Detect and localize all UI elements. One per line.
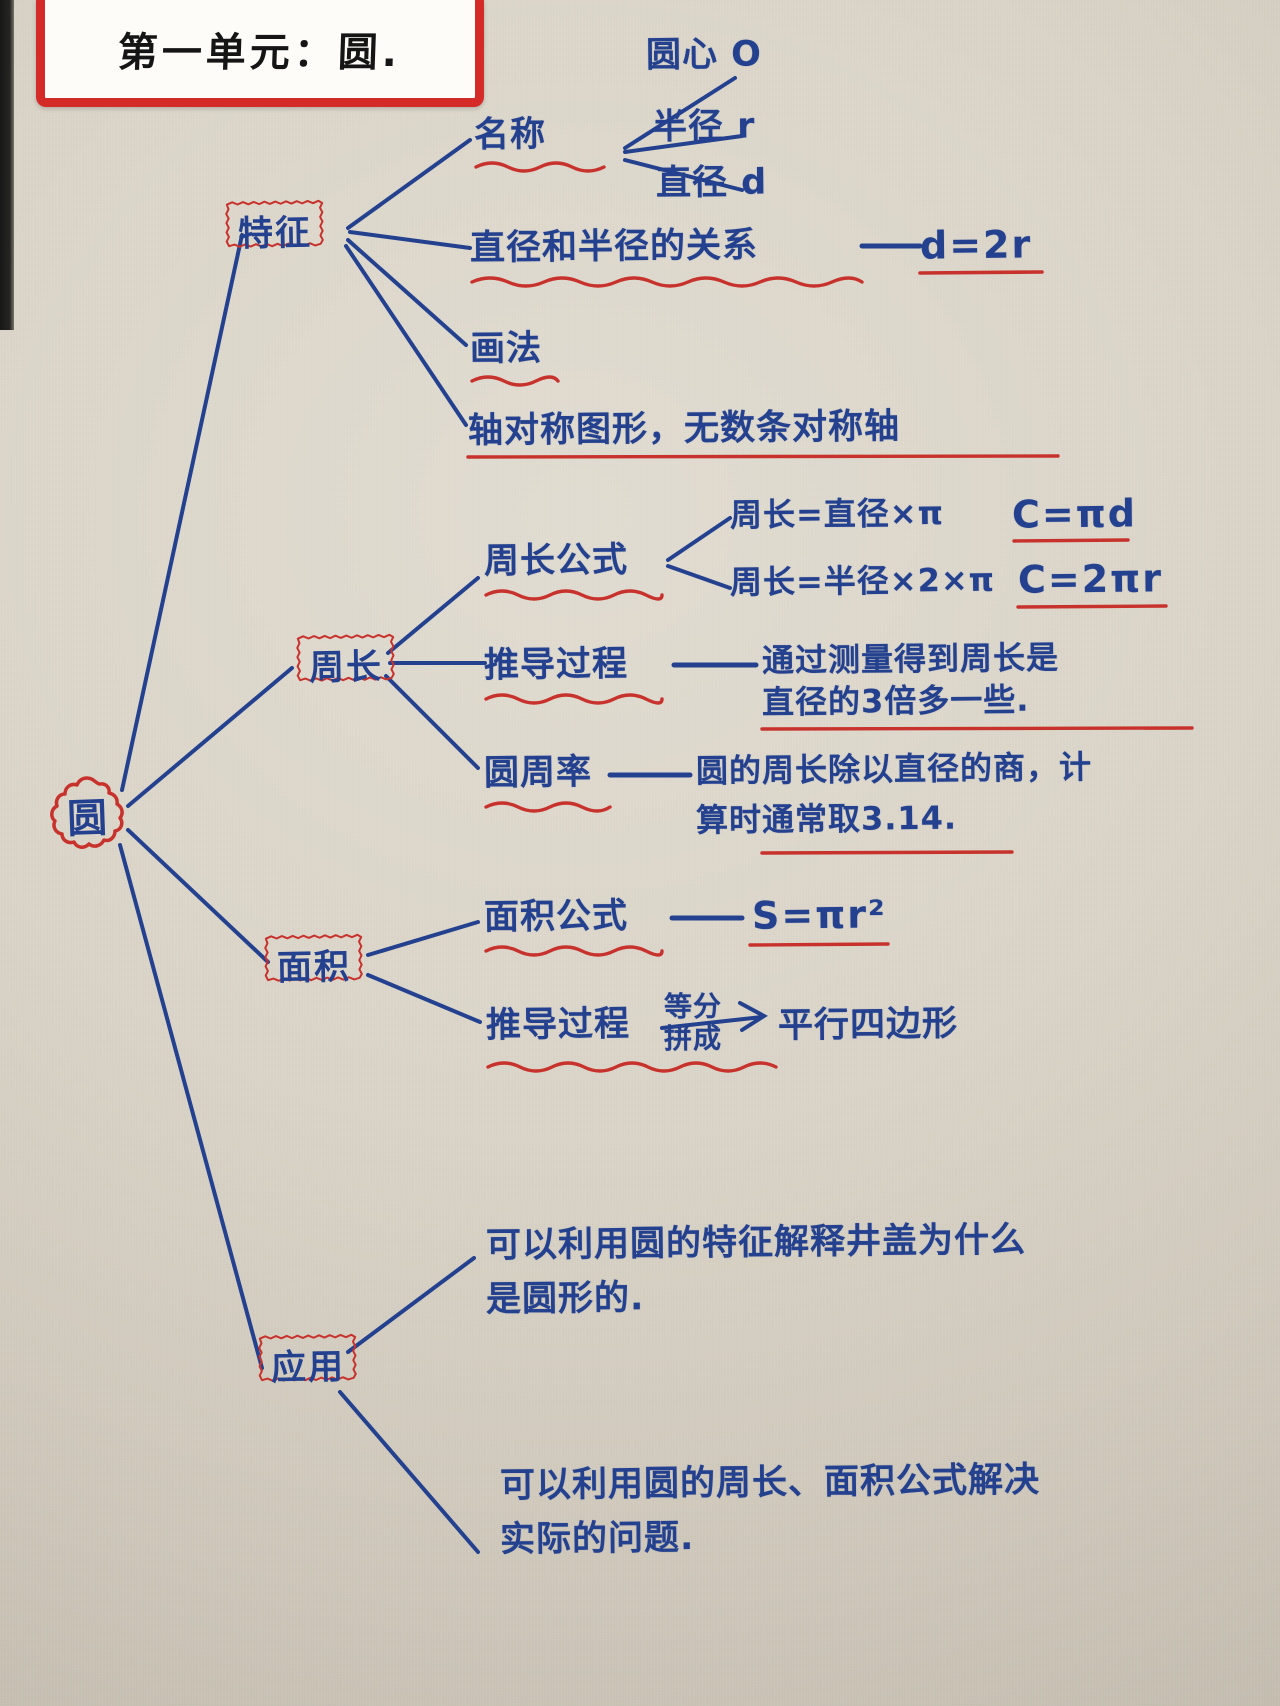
arrow-label-assemble: 拼成 <box>663 1021 723 1056</box>
subnode-label-area-derivation: 推导过程 <box>485 1004 631 1046</box>
subnode-label-circumference-formula: 周长公式 <box>483 540 629 582</box>
branch-label-features: 特征 <box>237 213 313 255</box>
result-parallelogram: 平行四边形 <box>777 1004 959 1046</box>
branch-node-application[interactable]: 应用 <box>257 1333 358 1398</box>
arrow-label-equal-division: 等分 <box>663 989 723 1024</box>
branch-node-features[interactable]: 特征 <box>224 199 325 264</box>
subnode-label-names: 名称 <box>473 114 547 156</box>
value-d-equals-2r: d=2r <box>919 222 1033 268</box>
leaf-radius: 半径 r <box>651 106 756 148</box>
branch-label-application: 应用 <box>270 1347 346 1389</box>
subnode-label-axial-symmetry: 轴对称图形，无数条对称轴 <box>467 406 901 452</box>
leaf-center-point: 圆心 O <box>645 34 763 76</box>
branch-node-area[interactable]: 面积 <box>263 933 364 998</box>
formula-c-equals-2pi-r: C=2πr <box>1017 556 1164 602</box>
branch-label-circumference: 周长 <box>308 647 384 689</box>
note-application-1-line2: 是圆形的. <box>485 1278 645 1320</box>
subnode-label-pi: 圆周率 <box>483 752 593 794</box>
formula-text-circumference-diameter: 周长=直径×π <box>729 493 945 535</box>
center-node-label: 圆 <box>66 795 108 843</box>
note-pi-line2: 算时通常取3.14. <box>695 798 958 840</box>
branch-label-area: 面积 <box>276 947 352 989</box>
title-sticker: 第一单元：圆. <box>36 0 484 107</box>
page-title: 第一单元：圆. <box>117 30 403 76</box>
formula-s-equals-pi-r-squared: S=πr² <box>751 892 887 938</box>
branch-node-circumference[interactable]: 周长 <box>295 633 396 698</box>
note-pi-line1: 圆的周长除以直径的商，计 <box>695 747 1093 791</box>
note-application-1-line1: 可以利用圆的特征解释井盖为什么 <box>485 1220 1027 1266</box>
note-application-2-line2: 实际的问题. <box>499 1517 695 1561</box>
note-circ-derivation-line1: 通过测量得到周长是 <box>761 638 1060 680</box>
leaf-diameter: 直径 d <box>655 162 768 204</box>
formula-text-circumference-radius: 周长=半径×2×π <box>729 560 996 602</box>
subnode-label-area-formula: 面积公式 <box>483 896 629 938</box>
center-node-circle[interactable]: 圆 <box>44 772 130 858</box>
formula-c-equals-pi-d: C=πd <box>1011 491 1138 537</box>
subnode-label-circumference-derivation: 推导过程 <box>483 644 629 686</box>
subnode-label-diameter-radius-relation: 直径和半径的关系 <box>469 225 759 269</box>
note-application-2-line1: 可以利用圆的周长、面积公式解决 <box>499 1460 1041 1506</box>
note-circ-derivation-line2: 直径的3倍多一些. <box>761 680 1030 722</box>
cloud-outline-icon <box>50 776 124 849</box>
subnode-label-drawing-method: 画法 <box>469 328 543 370</box>
page-left-edge <box>0 0 14 330</box>
